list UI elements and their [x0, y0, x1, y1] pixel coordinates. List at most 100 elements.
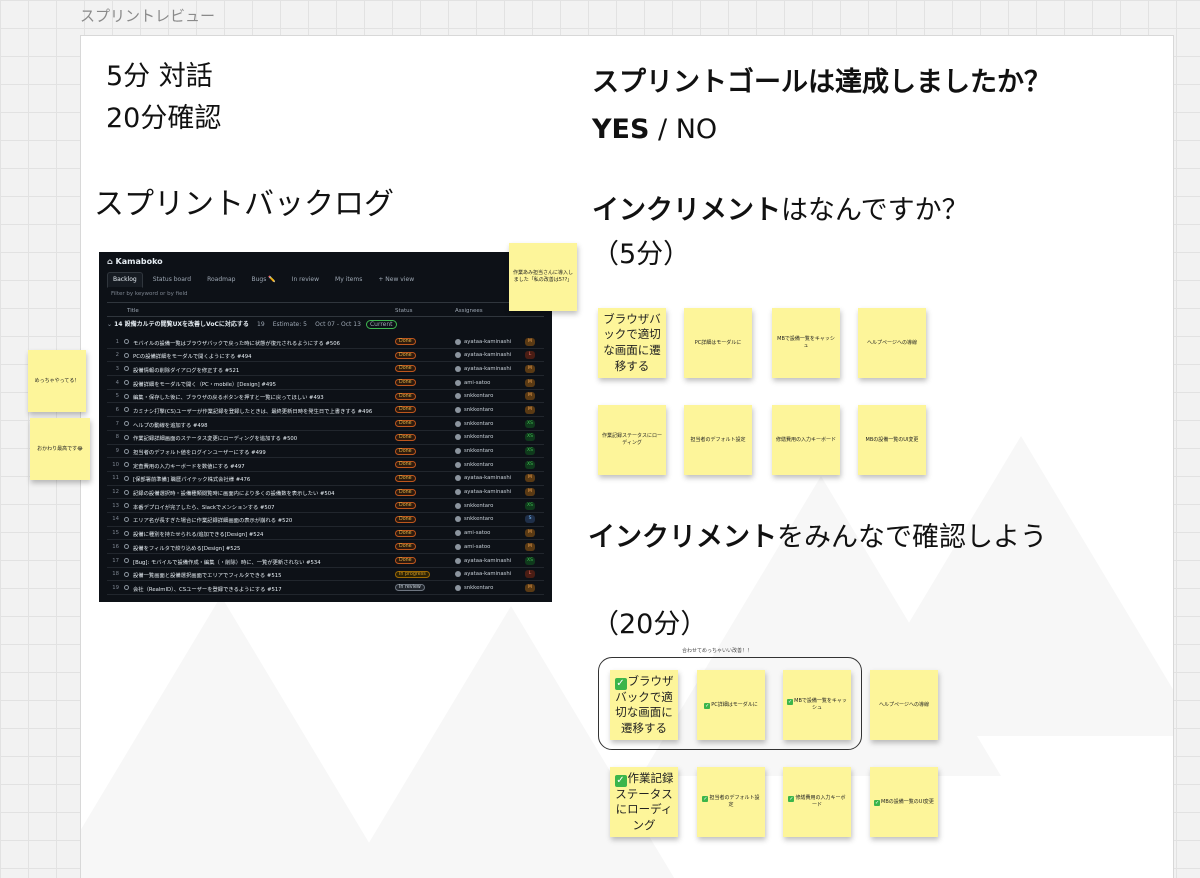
tab-bugs[interactable]: Bugs ✏️	[251, 276, 276, 283]
status-badge: In review	[395, 584, 425, 592]
sticky-note[interactable]: ✓PC詳細はモーダルに	[697, 670, 765, 740]
sticky-note[interactable]: ✓MBで設備一覧をキャッシュ	[783, 670, 851, 740]
goal-question: スプリントゴールは達成しましたか？	[592, 67, 1051, 98]
issue-title[interactable]: 設備詳細をモーダルで開く（PC・mobile）[Design] #495	[133, 381, 276, 388]
filter-input[interactable]: Filter by keyword or by field	[107, 291, 544, 303]
status-badge: Done	[395, 365, 416, 373]
size-badge: S	[525, 515, 535, 524]
issue-title[interactable]: カミナシ打撃(CS)ユーザーが作業記録を登録したときは、最終更新日時を発生日で上…	[133, 408, 373, 415]
issue-title[interactable]: 作業記録詳細画面のステータス変更にローディングを追加する #500	[133, 436, 298, 443]
issue-title[interactable]: エリア名が長すぎた場合に作業記録詳細画面の表示が崩れる #520	[133, 518, 293, 525]
sticky-note[interactable]: ✓修繕費用の入力キーボード	[783, 767, 851, 837]
check-icon: ✓	[874, 799, 881, 806]
size-badge: M	[525, 583, 535, 592]
tab-status-board[interactable]: Status board	[152, 276, 192, 283]
status-badge: Done	[395, 447, 416, 455]
frame-title[interactable]: スプリントレビュー	[80, 7, 216, 25]
issue-title[interactable]: 設備一覧画面と設備選択画面でエリアでフィルタできる #515	[133, 573, 282, 580]
issue-title[interactable]: モバイルの設備一覧はブラウザバックで戻った時に状態が復元されるようにする #50…	[133, 340, 340, 347]
size-badge: M	[525, 378, 535, 387]
issue-title[interactable]: PCの設備詳細をモーダルで開くようにする #494	[133, 354, 252, 361]
iteration-group[interactable]: ⌄ 14 設備カルテの閲覧UXを改善しVoCに対応する 19 Estimate:…	[107, 319, 544, 333]
backlog-screenshot[interactable]: ⌂ Kamaboko Backlog Status board Roadmap …	[99, 252, 552, 602]
issue-title[interactable]: ヘルプの動線を追加する #498	[133, 422, 208, 429]
tab-new-view[interactable]: + New view	[378, 276, 415, 283]
sticky-note[interactable]: ヘルプページへの導線	[858, 308, 926, 378]
issue-title[interactable]: 設備に種別を持たせられる/追加できる[Design] #524	[133, 532, 264, 539]
issue-title[interactable]: 設備をフィルタで絞り込める[Design] #525	[133, 545, 241, 552]
status-badge: Done	[395, 379, 416, 387]
row-number: 18	[112, 571, 119, 578]
avatar	[455, 448, 461, 454]
issue-title[interactable]: [保部署前準備] 職歴パイテック株式会社様 #476	[133, 477, 251, 484]
avatar	[455, 543, 461, 550]
assignee: ami-satoo	[464, 379, 491, 386]
assignee: ayataa-kaminashi	[464, 352, 512, 359]
sticky-note[interactable]: 修繕費用の入力キーボード	[772, 405, 840, 475]
status-badge: Done	[395, 515, 416, 523]
issue-title[interactable]: 設備情報の削除ダイアログを修正する #521	[133, 367, 240, 374]
sticky-note[interactable]: MBの設備一覧のUI変更	[858, 405, 926, 475]
table-row[interactable]: 17[Bug]: モバイルで設備作成・編集（・削除）時に、一覧が更新されない #…	[107, 554, 544, 568]
sticky-note[interactable]: 担当者のデフォルト設定	[684, 405, 752, 475]
tab-in-review[interactable]: In review	[291, 276, 320, 283]
sticky-note[interactable]: ✓MBの設備一覧のUI変更	[870, 767, 938, 837]
sticky-group-outline[interactable]	[598, 657, 862, 750]
assignee: snkkentaro	[464, 584, 494, 591]
tab-roadmap[interactable]: Roadmap	[207, 276, 236, 283]
issue-title[interactable]: 会社（RealmID）、CSユーザーを登録できるようにする #517	[133, 586, 282, 593]
sticky-note[interactable]: 作業あみ担当さんに導入しました「私の改善は5??」	[509, 243, 577, 311]
increment-question: インクリメントはなんですか？	[592, 195, 969, 226]
sticky-note[interactable]: PC詳細はモーダルに	[684, 308, 752, 378]
column-title: Title	[127, 308, 139, 314]
issue-title[interactable]: 定査費用の入力キーボードを数値にする #497	[133, 463, 245, 470]
assignee: ami-satoo	[464, 543, 491, 550]
check-icon: ✓	[704, 702, 711, 709]
assignee: snkkentaro	[464, 516, 494, 523]
issue-title[interactable]: 記録の設備選択時・設備種類閲覧時に画面内により多くの設備数を表示したい #504	[133, 491, 335, 498]
check-icon: ✓	[702, 796, 709, 803]
issue-title[interactable]: 本番デプロイが完了したら、Slackでメンションする #507	[133, 504, 275, 511]
issue-title[interactable]: 編集・保存した後に、ブラウザの戻るボタンを押すと一覧に戻ってほしい #493	[133, 395, 324, 402]
goal-yes: YES	[592, 114, 650, 145]
tab-backlog[interactable]: Backlog	[107, 272, 143, 288]
status-badge: Done	[395, 461, 416, 469]
sticky-note[interactable]: めっちゃやってる！	[28, 350, 86, 412]
sticky-note[interactable]: ✓ブラウザバックで適切な画面に遷移する	[610, 670, 678, 740]
sticky-note[interactable]: ✓作業記録ステータスにローディング	[610, 767, 678, 837]
issue-icon	[124, 475, 129, 481]
issue-title[interactable]: 担当者のデフォルト値をログインユーザーにする #499	[133, 450, 266, 456]
size-badge: L	[525, 570, 535, 579]
timebox-line-2: 20分確認	[106, 103, 222, 134]
issue-title[interactable]: [Bug]: モバイルで設備作成・編集（・削除）時に、一覧が更新されない #53…	[133, 559, 321, 566]
tab-my-items[interactable]: My items	[335, 276, 363, 283]
sticky-note[interactable]: 作業記録ステータスにローディング	[598, 405, 666, 475]
sticky-note[interactable]: MBで設備一覧をキャッシュ	[772, 308, 840, 378]
avatar	[455, 489, 461, 496]
sticky-note[interactable]: ブラウザバックで適切な画面に遷移する	[598, 308, 666, 378]
sticky-note[interactable]: ヘルプページへの導線	[870, 670, 938, 740]
issue-icon	[124, 380, 129, 386]
sticky-note[interactable]: ✓担当者のデフォルト設定	[697, 767, 765, 837]
issue-icon	[124, 530, 129, 536]
avatar	[455, 365, 461, 372]
sticky-note[interactable]: おかわり最高です😂	[30, 418, 90, 480]
